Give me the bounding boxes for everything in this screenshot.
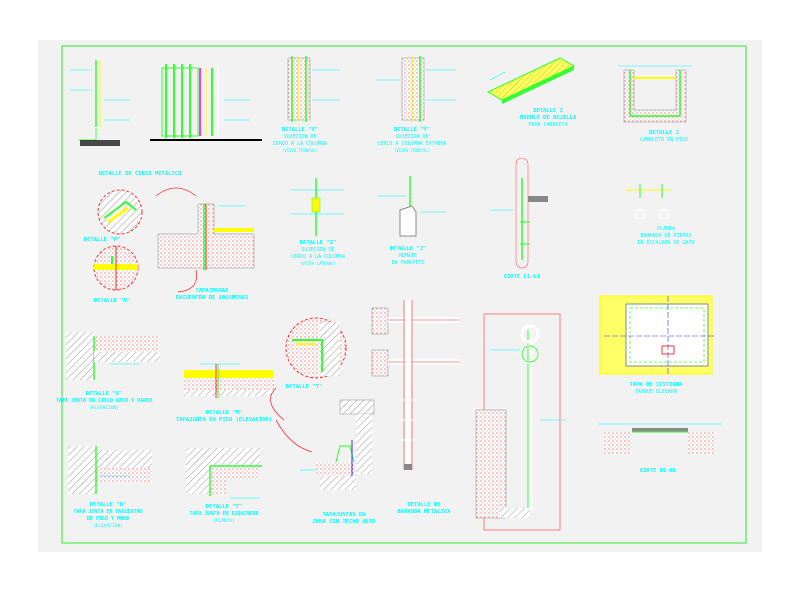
title-detalle-x: DETALLE "X" [282, 127, 318, 133]
detail-x [287, 56, 340, 122]
title-detalle-m-2: TAPAJUNTA EN PISO (ELEVACION) [176, 417, 272, 423]
detail-cerco-frontal [150, 64, 262, 141]
detail-baranda-metalica [371, 300, 460, 470]
detail-corte-h1 [598, 423, 722, 454]
title-corte-h1: CORTE H1-H1 [640, 468, 677, 474]
title-detalle-p: DETALLE "P" [84, 237, 120, 243]
detail-corte-l1 [490, 157, 548, 269]
title-baranda: DETALLE DE [407, 502, 440, 508]
title-detalle-z-3: CERCO A LA COLUMNA [291, 254, 345, 260]
title-tapajuntas-techo: TAPAJUNTAS EN [322, 512, 365, 518]
title-cerco-metalico: DETALLE DE CERCO METALICO [99, 171, 182, 177]
detail-y [376, 56, 456, 122]
title-detalle-t2: DETALLE "T" [206, 504, 242, 510]
connector-arrow [275, 419, 313, 453]
title-detalle-j-remate-3: EN PARAPETO [391, 260, 424, 266]
title-detalle-i-2: MODULO DE REJILLA [520, 115, 577, 121]
title-detalle-z: DETALLE "Z" [300, 240, 336, 246]
title-detalle-h-2: TAPA JUNTA EN ENCUENTRO [73, 509, 142, 515]
title-tapa-cisterna-2: TANQUE ELEVADO [635, 389, 677, 395]
title-detalle-j-remate: DETALLE "J" [390, 246, 426, 252]
title-detalle-m: DETALLE "M" [206, 410, 242, 416]
title-detalle-t: DETALLE "T" [286, 384, 322, 390]
title-detalle-g-2: TAPA JUNTA EN CIELO RASO Y PARED [56, 398, 152, 404]
detail-z [290, 178, 344, 236]
title-detalle-j: DETALLE J [649, 130, 679, 136]
title-detalle-t2-2: TAPA JUNTA EN ESQUINERO [189, 511, 258, 517]
title-planta-2: BARANDA DE FIERRO [640, 233, 691, 239]
title-detalle-x-4: (VISTA FRONTAL) [282, 148, 318, 153]
title-detalle-i-3: PARA CANALETA [528, 122, 567, 128]
detail-t-esquinero [186, 448, 262, 499]
title-planta-3: EN ESCALERA DE GATO [637, 240, 694, 246]
title-detalle-y-3: CERCO A COLUMNA EXTREMA [377, 141, 446, 147]
title-detalle-h: DETALLE "H" [90, 502, 126, 508]
title-corte-l1: CORTE L1-L1 [504, 274, 541, 280]
title-detalle-j-2: CANALETA EN PISO [640, 137, 688, 143]
title-detalle-g: DETALLE "G" [86, 391, 122, 397]
title-detalle-y-2: SUJECION DE [395, 134, 428, 140]
title-detalle-x-3: CERCO A LA COLUMNA [273, 141, 327, 147]
frame-border [61, 45, 747, 544]
detail-g [66, 332, 160, 380]
title-detalle-i: DETALLE I [533, 108, 563, 114]
detail-m [184, 363, 274, 398]
detail-tapajuntas-volumenes [155, 187, 255, 293]
detail-tapa-cisterna [599, 295, 714, 375]
detail-h [68, 446, 152, 494]
title-detalle-j-remate-2: REMATE [399, 253, 417, 259]
detail-planta-baranda [626, 184, 672, 219]
detail-escalera [475, 313, 566, 531]
title-detalle-t2-3: (PLANTA) [213, 518, 235, 524]
detail-cerco-lateral [70, 60, 130, 146]
detail-j-canaleta [618, 65, 692, 123]
title-tapajuntas-vol-2: ENCUENTRO DE VOLUMENES [176, 295, 249, 301]
title-detalle-y-4: (VISTA FRONTAL) [394, 148, 430, 153]
detail-p [97, 189, 143, 235]
title-planta: PLANTA [657, 226, 675, 232]
title-baranda-2: BARANDA METALICA [398, 509, 452, 515]
detail-j-remate [378, 176, 446, 237]
title-detalle-y: DETALLE "Y" [394, 127, 430, 133]
title-detalle-n: DETALLE "N" [94, 298, 130, 304]
detail-tapajuntas-techo [300, 399, 375, 490]
detail-i-rejilla [486, 57, 576, 104]
title-detalle-x-2: SUJECION DE [283, 134, 316, 140]
detail-t-circle [270, 317, 347, 421]
title-detalle-h-4: (ELEVACION) [93, 523, 123, 529]
title-detalle-z-2: SUJECION DE [301, 247, 334, 253]
title-detalle-g-3: (ELEVACION) [89, 405, 119, 411]
title-detalle-h-3: DE PISO Y MURO [87, 516, 129, 522]
title-tapajuntas-techo-2: ZONA CON TECHO ALTO [313, 519, 377, 525]
title-tapajuntas-vol: TAPAJUNTAS [195, 288, 228, 294]
title-detalle-z-4: (VISTA LATERAL) [300, 261, 336, 266]
title-tapa-cisterna: TAPA DE CISTERNA [630, 382, 684, 388]
detail-n [93, 245, 139, 291]
